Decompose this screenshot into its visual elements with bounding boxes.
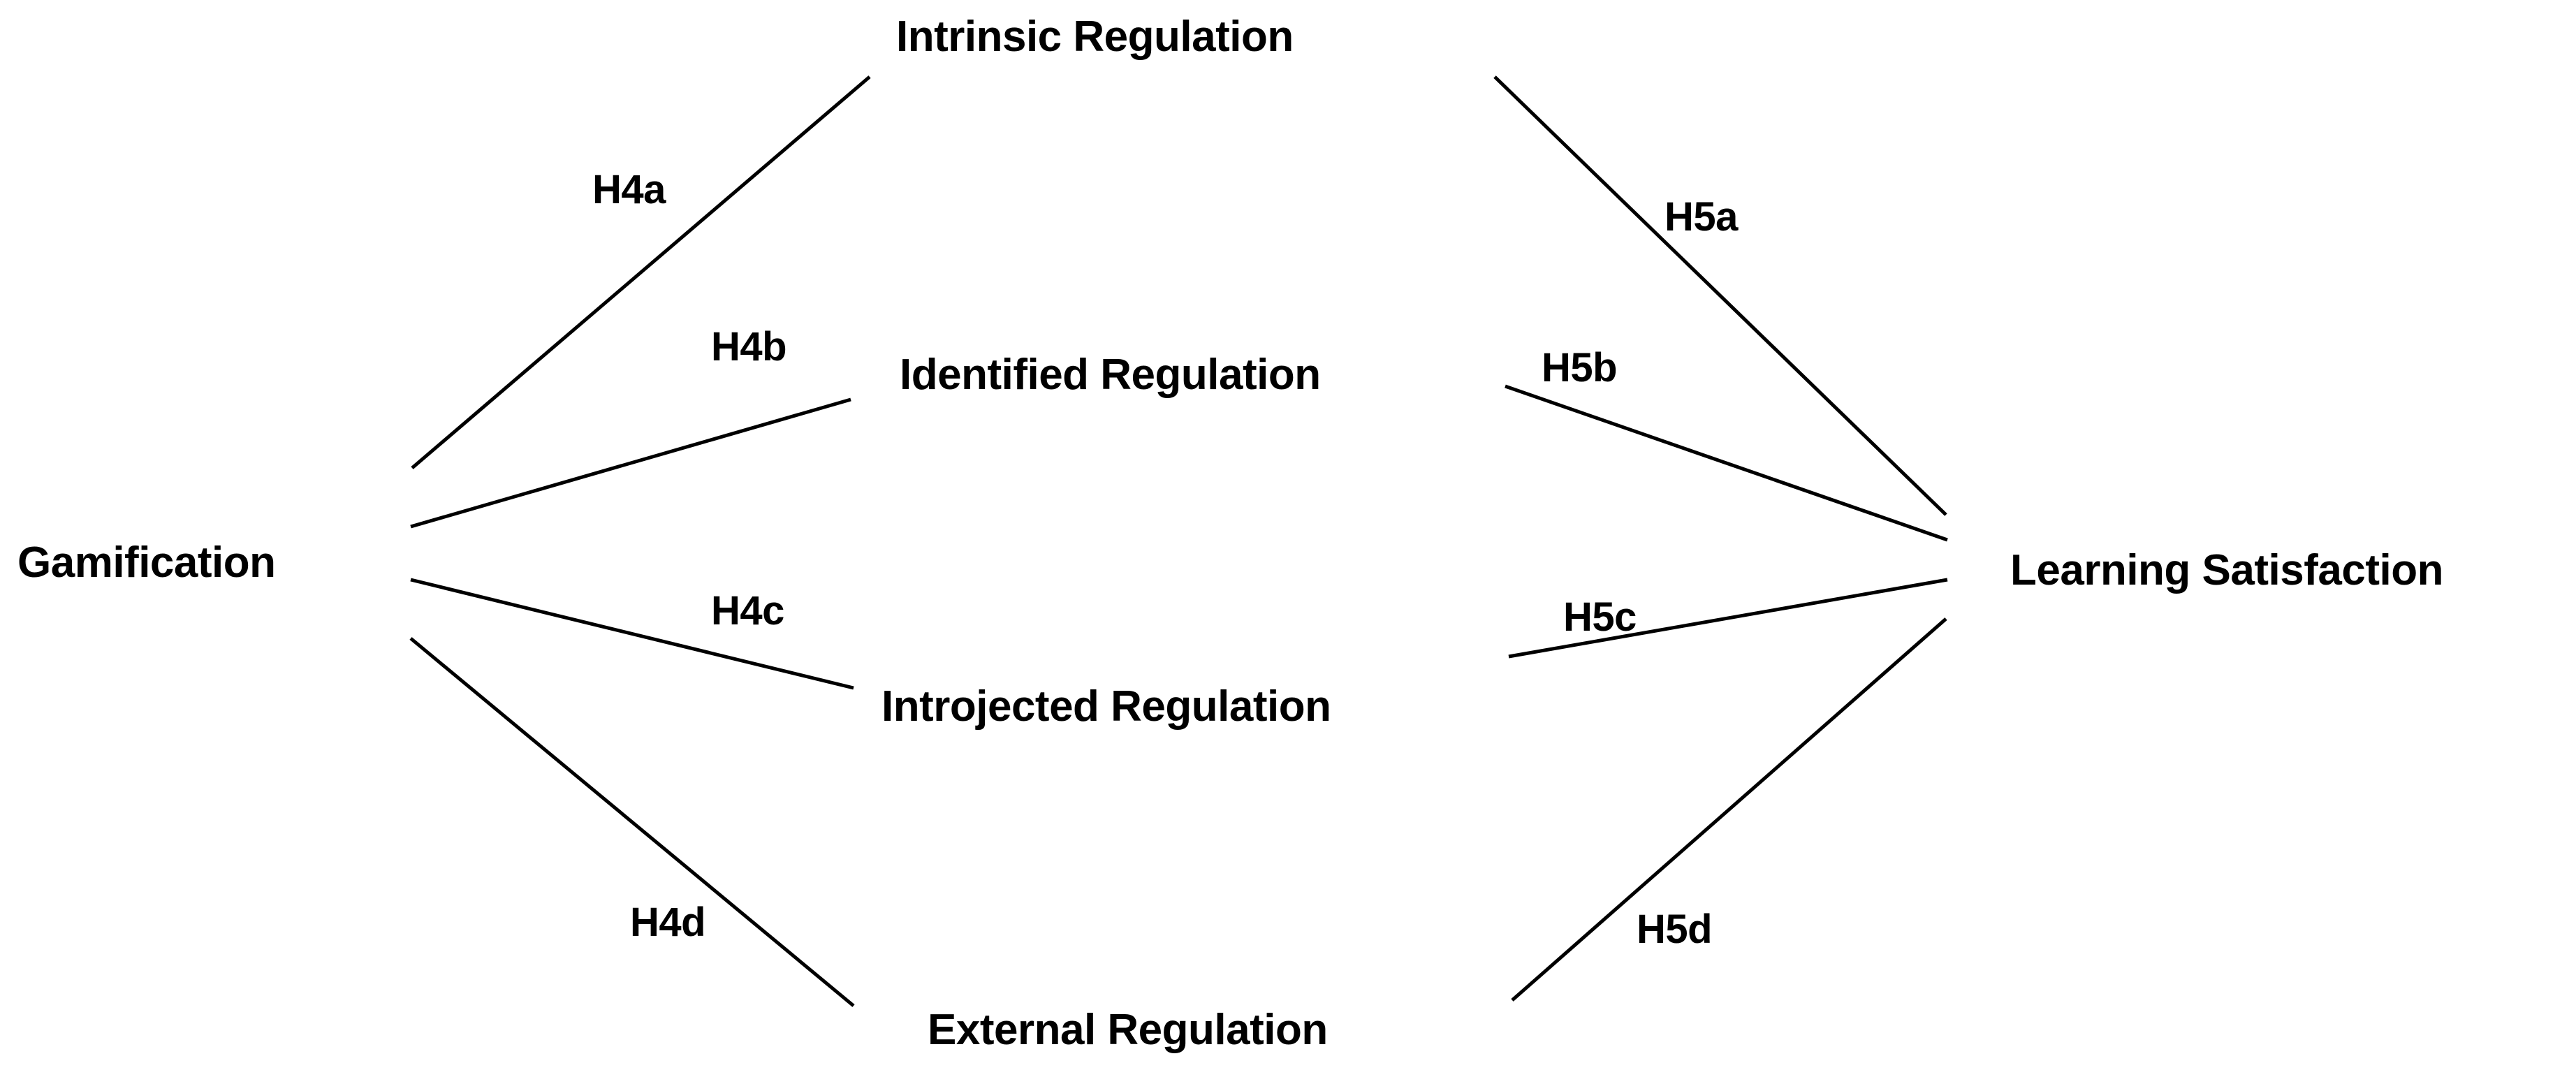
edge-label-h4a: H4a — [592, 167, 666, 212]
edge-line-h5b — [1505, 384, 1948, 542]
node-learning-satisfaction: Learning Satisfaction — [2010, 546, 2443, 594]
edge-line-h5c — [1508, 578, 1948, 659]
edge-label-h4c: H4c — [711, 588, 784, 633]
edge-line-h4b — [410, 397, 851, 529]
edge-label-h5c: H5c — [1563, 594, 1637, 640]
edge-label-h4b: H4b — [711, 324, 787, 369]
node-introjected-regulation: Introjected Regulation — [881, 682, 1331, 731]
edge-label-h5b: H5b — [1542, 345, 1618, 390]
node-external-regulation: External Regulation — [928, 1006, 1328, 1054]
edge-line-h4d — [409, 637, 855, 1007]
node-intrinsic-regulation: Intrinsic Regulation — [896, 13, 1294, 61]
edge-label-h4d: H4d — [630, 900, 706, 945]
edge-line-h5a — [1493, 75, 1947, 516]
node-identified-regulation: Identified Regulation — [900, 351, 1321, 399]
edge-line-h5d — [1511, 617, 1947, 1002]
edge-line-h4c — [410, 578, 854, 690]
node-gamification: Gamification — [17, 538, 276, 587]
edge-label-h5a: H5a — [1664, 194, 1738, 240]
edge-line-h4a — [411, 75, 871, 469]
edge-label-h5d: H5d — [1637, 907, 1713, 952]
